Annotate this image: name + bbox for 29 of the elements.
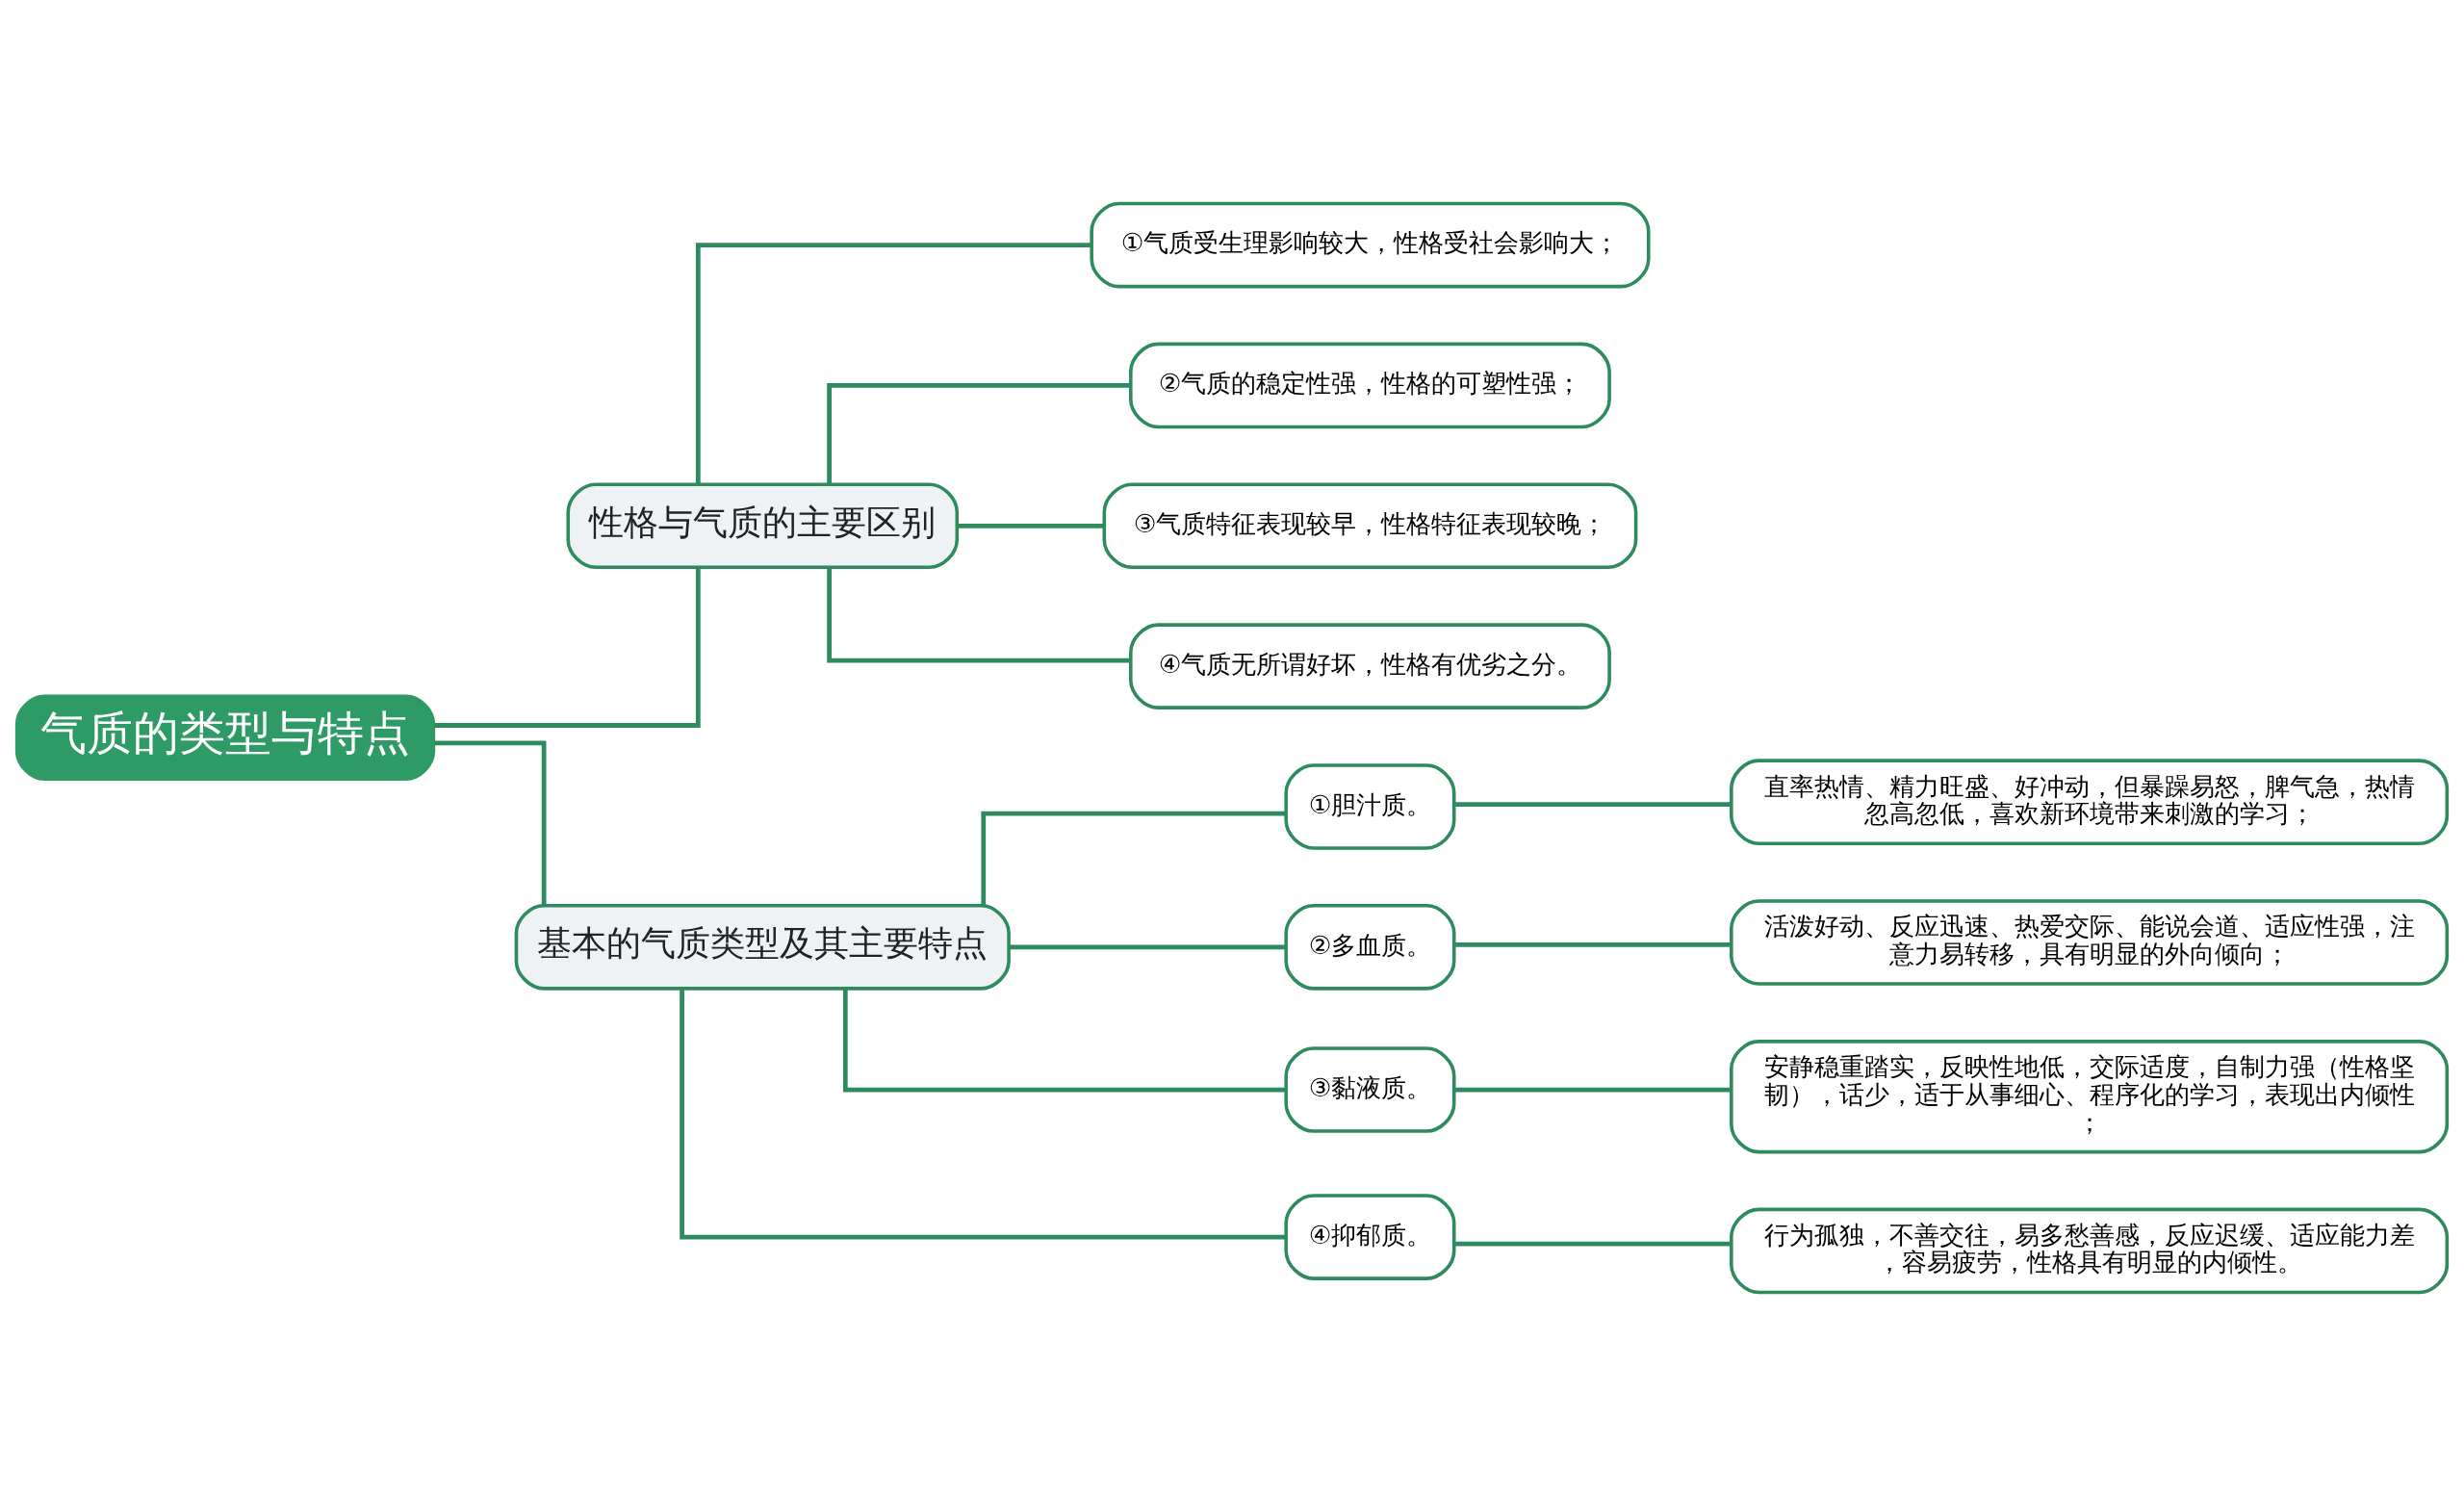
node-box: ④气质无所谓好坏，性格有优劣之分。	[1129, 622, 1611, 709]
connector	[1454, 941, 1732, 947]
node-box: 气质的类型与特点	[14, 693, 436, 781]
node-box: ①气质受生理影响较大，性格受社会影响大；	[1090, 201, 1651, 288]
node-box: ②多血质。	[1284, 903, 1456, 991]
node-box: ④抑郁质。	[1284, 1193, 1456, 1280]
connector	[680, 988, 1286, 1239]
connector	[827, 382, 1131, 484]
node-box: ②气质的稳定性强，性格的可塑性强；	[1129, 342, 1611, 428]
node-box: ①胆汁质。	[1284, 762, 1456, 850]
node-box: ③气质特征表现较早，性格特征表现较晚；	[1102, 481, 1638, 569]
connector	[1454, 1241, 1732, 1247]
node-box: 行为孤独，不善交往，易多愁善感，反应迟缓、适应能力差，容易疲劳，性格具有明显的内倾性。	[1730, 1207, 2450, 1294]
connector	[842, 989, 1286, 1092]
connector	[1010, 943, 1286, 949]
connector	[827, 567, 1131, 663]
connector	[981, 811, 1286, 906]
connector	[695, 242, 1091, 484]
node-box: 基本的气质类型及其主要特点	[514, 903, 1011, 991]
node-box: 安静稳重踏实，反映性地低，交际适度，自制力强（性格坚韧），话少，适于从事细心、程序化的学习，表现出内倾性；	[1730, 1039, 2450, 1153]
connector	[433, 567, 701, 728]
node-box: 性格与气质的主要区别	[566, 481, 960, 569]
node-box: 活泼好动、反应迅速、热爱交际、能说会道、适应性强，注意力易转移，具有明显的外向倾向；	[1730, 898, 2450, 986]
node-box: ③黏液质。	[1284, 1045, 1456, 1133]
connector	[434, 739, 547, 905]
connector	[1454, 1087, 1732, 1092]
connector	[1454, 801, 1732, 807]
connector	[957, 523, 1104, 528]
node-box: 直率热情、精力旺盛、好冲动，但暴躁易怒，脾气急，热情忽高忽低，喜欢新环境带来刺激的学习；	[1730, 758, 2450, 845]
